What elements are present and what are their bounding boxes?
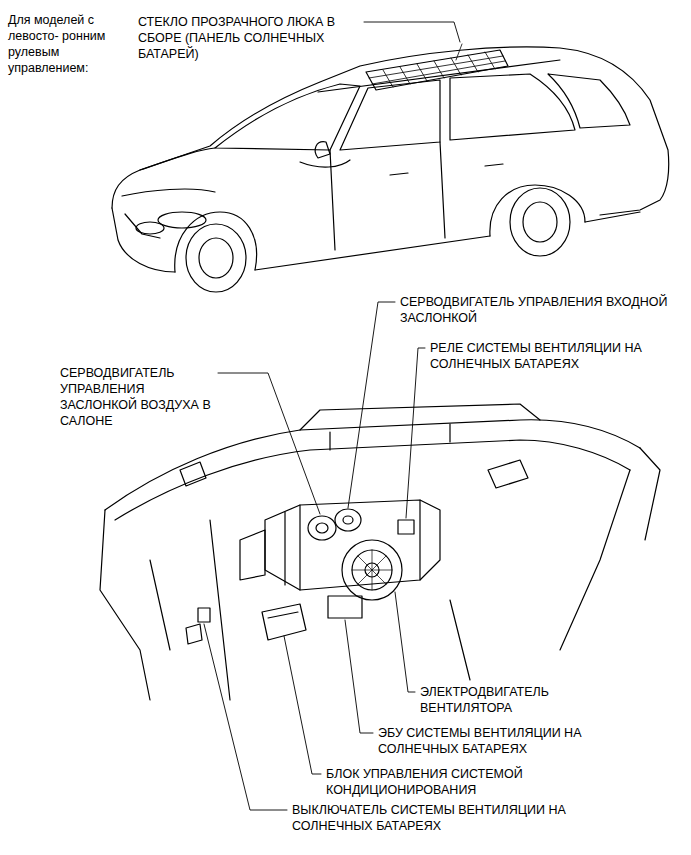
part-label: СЕРВОДВИГАТЕЛЬ УПРАВЛЕНИЯ ВХОДНОЙ ЗАСЛОН… [400,294,685,326]
part-label: ЭЛЕКТРОДВИГАТЕЛЬ ВЕНТИЛЯТОРА [420,684,620,716]
part-label: ВЫКЛЮЧАТЕЛЬ СИСТЕМЫ ВЕНТИЛЯЦИИ НА СОЛНЕЧ… [292,802,622,834]
part-label: СТЕКЛО ПРОЗРАЧНОГО ЛЮКА В СБОРЕ (ПАНЕЛЬ … [138,14,360,62]
dashboard-drawing [100,404,660,700]
part-label: ЭБУ СИСТЕМЫ ВЕНТИЛЯЦИИ НА СОЛНЕЧНЫХ БАТА… [378,725,618,757]
solar-panel [366,50,508,90]
note: Для моделей с левосто- ронним рулевым уп… [8,12,108,76]
part-label: РЕЛЕ СИСТЕМЫ ВЕНТИЛЯЦИИ НА СОЛНЕЧНЫХ БАТ… [430,340,685,372]
part-label: БЛОК УПРАВЛЕНИЯ СИСТЕМОЙ КОНДИЦИОНИРОВАН… [326,766,561,798]
car-drawing [112,44,669,292]
part-label: СЕРВОДВИГАТЕЛЬ УПРАВЛЕНИЯ ЗАСЛОНКОЙ ВОЗД… [60,365,216,429]
